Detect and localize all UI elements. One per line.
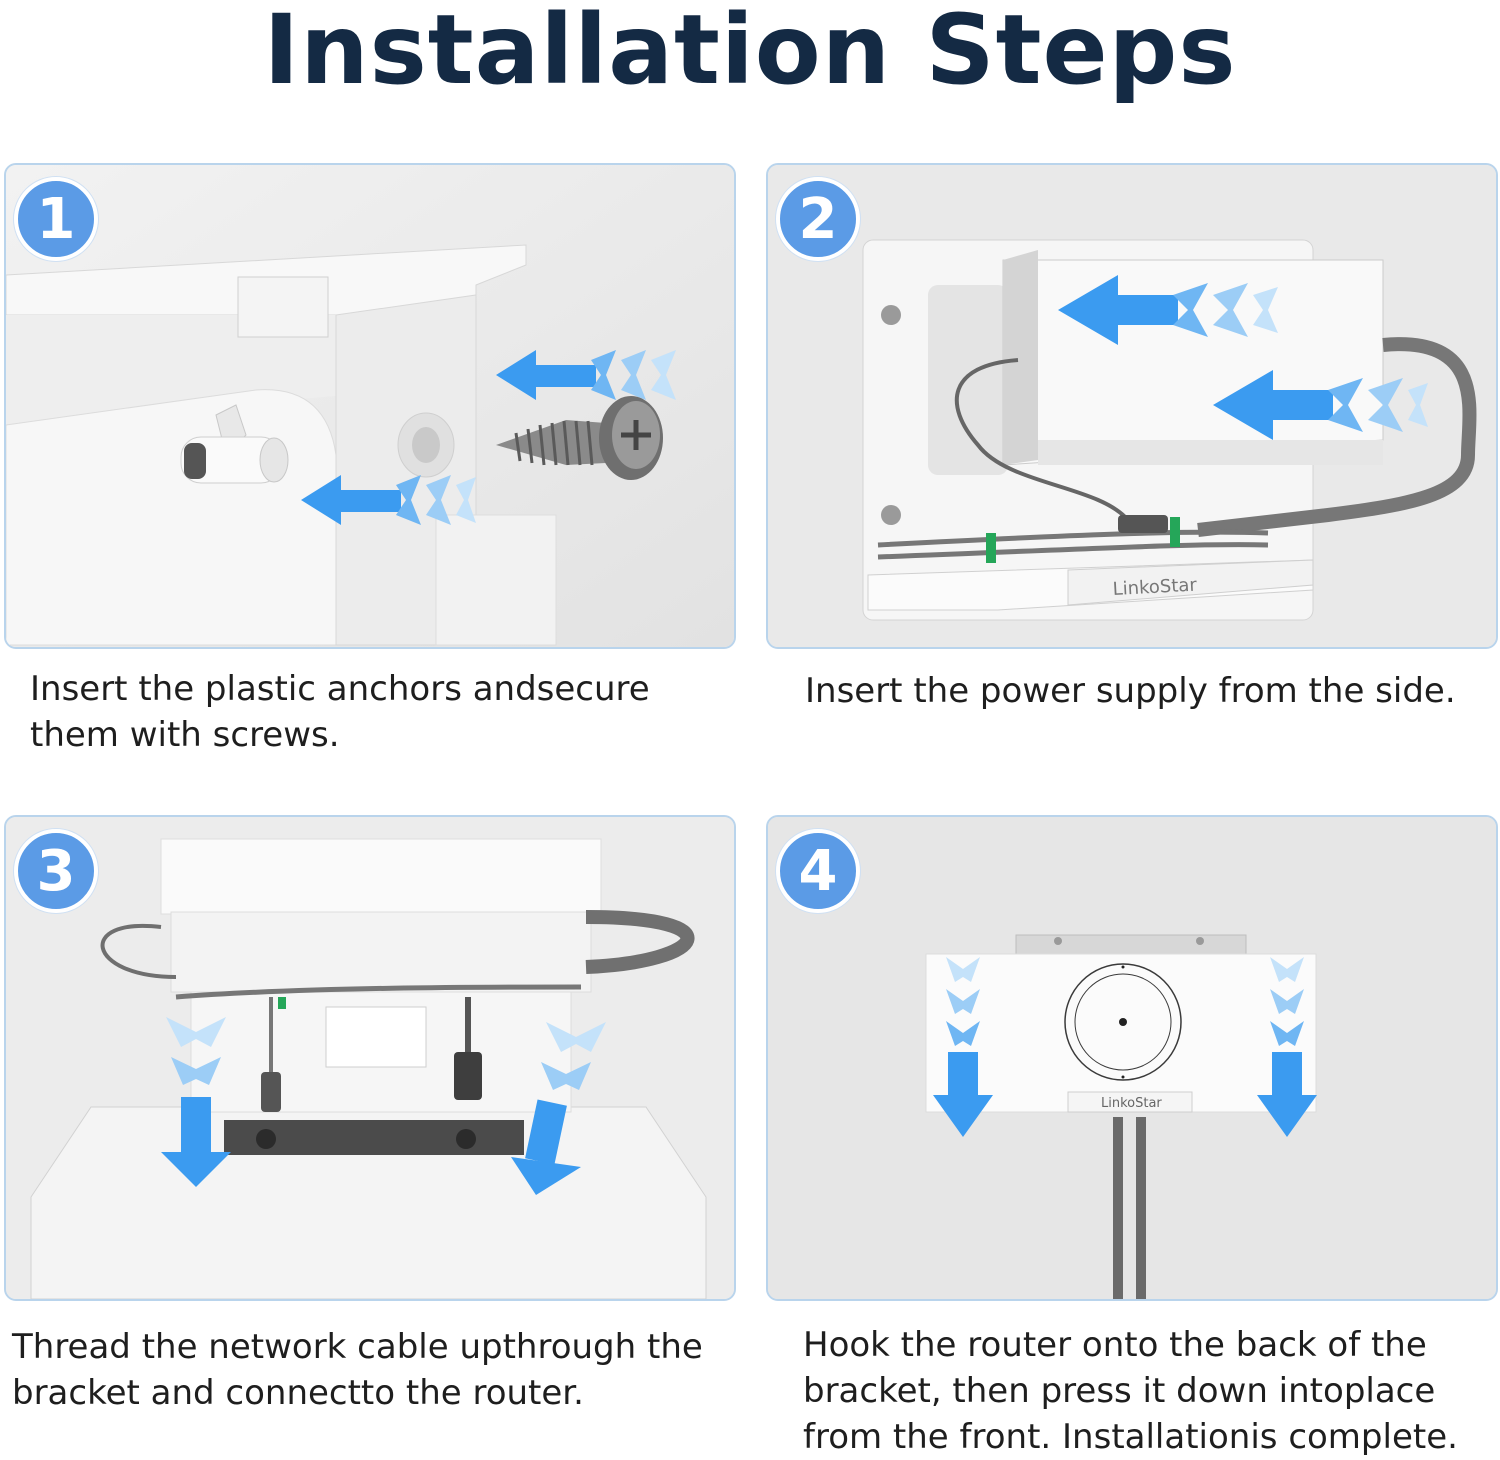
step-4-caption: Hook the router onto the back of the bra… [803, 1325, 1458, 1457]
step-number-badge: 4 [776, 829, 860, 913]
anchor-icon [180, 404, 289, 484]
arrow-down-icon [1257, 957, 1317, 1137]
brand-label: LinkoStar [1101, 1096, 1162, 1111]
step-3-caption: Thread the network cable upthrough the b… [12, 1327, 703, 1413]
step-2-panel: LinkoStar 2 [766, 163, 1498, 649]
step-4-illustration: LinkoStar [768, 817, 1496, 1299]
page-title: Installation Steps [263, 0, 1237, 106]
cable-icon [100, 910, 695, 1112]
router-icon [925, 953, 1317, 1113]
step-number-badge: 1 [14, 177, 98, 261]
step-2-illustration: LinkoStar [768, 165, 1496, 647]
step-1-panel: 1 [4, 163, 736, 649]
screw-icon [496, 396, 663, 480]
step-4-panel: LinkoStar 4 [766, 815, 1498, 1301]
step-1-illustration [6, 165, 734, 647]
step-number-badge: 2 [776, 177, 860, 261]
step-1-caption: Insert the plastic anchors andsecure the… [30, 669, 650, 755]
brand-label: LinkoStar [1112, 575, 1198, 600]
step-2-caption: Insert the power supply from the side. [805, 671, 1456, 711]
cable-icon [877, 337, 1477, 563]
arrow-down-icon [511, 1022, 606, 1195]
arrow-left-icon [1213, 370, 1428, 440]
step-number-badge: 3 [14, 829, 98, 913]
arrow-left-icon [1058, 275, 1278, 345]
arrow-left-icon [496, 350, 676, 400]
arrow-down-icon [933, 957, 993, 1137]
arrow-left-icon [301, 475, 476, 525]
power-supply-icon [1002, 250, 1384, 466]
step-3-panel: 3 [4, 815, 736, 1301]
step-3-illustration [6, 817, 734, 1299]
arrow-down-icon [161, 1017, 231, 1187]
